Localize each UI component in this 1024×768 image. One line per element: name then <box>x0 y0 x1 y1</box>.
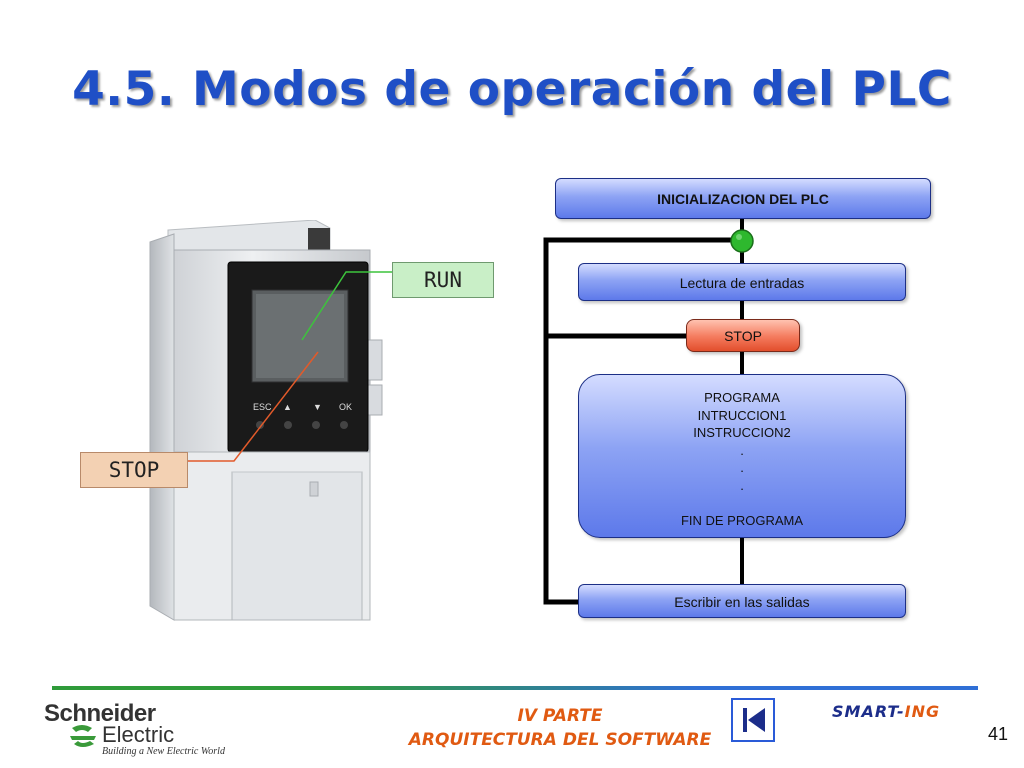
init-box: INICIALIZACION DEL PLC <box>555 178 931 219</box>
logo-name-line2: Electric <box>102 722 175 747</box>
plc-key-up-label: ▲ <box>283 402 292 412</box>
logo-name-line1: Schneider <box>44 700 156 727</box>
smart-logo-part2: ING <box>904 702 941 721</box>
stop-box: STOP <box>686 319 800 352</box>
program-line: INSTRUCCION2 <box>693 425 791 440</box>
program-line: PROGRAMA <box>704 390 780 405</box>
footer-divider <box>52 686 978 690</box>
program-line: INTRUCCION1 <box>697 407 787 423</box>
plc-device-image: ESC ▲ ▼ OK <box>149 220 383 621</box>
slide-title: 4.5. Modos de operación del PLC <box>72 62 952 117</box>
program-line: FIN DE PROGRAMA <box>680 512 804 528</box>
smart-ing-logo: SMART-ING <box>832 702 940 721</box>
stop-callout: STOP <box>80 452 188 488</box>
run-callout: RUN <box>392 262 494 298</box>
read-inputs-box: Lectura de entradas <box>578 263 906 301</box>
first-slide-icon <box>743 708 765 732</box>
page-number: 41 <box>988 724 1009 744</box>
plc-key-ok-label: OK <box>339 402 352 412</box>
smart-logo-part1: SMART- <box>832 702 905 721</box>
plc-key-esc-label: ESC <box>253 402 272 412</box>
program-box: PROGRAMA INTRUCCION1 INSTRUCCION2 . . . … <box>578 374 906 538</box>
footer-part: IV PARTE <box>517 706 603 726</box>
green-node-icon <box>730 229 754 253</box>
first-slide-button[interactable] <box>731 698 775 742</box>
write-outputs-box: Escribir en las salidas <box>578 584 906 618</box>
schneider-mark-icon <box>70 725 96 747</box>
plc-key-down-label: ▼ <box>313 402 322 412</box>
program-line: . <box>740 460 744 475</box>
program-line: . <box>740 477 744 493</box>
program-line: . <box>740 442 744 458</box>
footer-section-title: ARQUITECTURA DEL SOFTWARE <box>408 730 712 750</box>
program-line <box>579 494 905 512</box>
logo-tagline: Building a New Electric World <box>102 746 225 757</box>
